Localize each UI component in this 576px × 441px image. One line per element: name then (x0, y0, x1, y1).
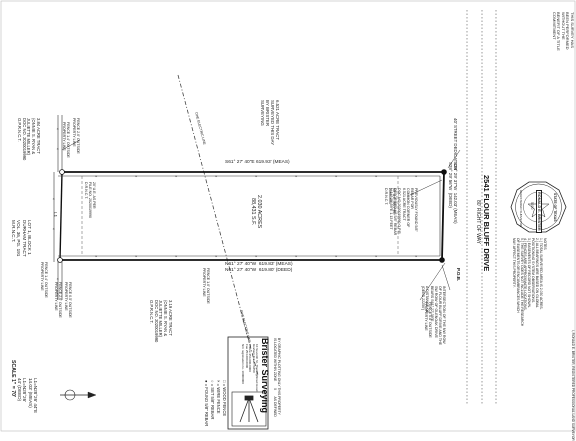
svg-text:×: × (57, 276, 60, 281)
svg-text:×: × (375, 174, 378, 179)
previous-rebar-note: PREVIOUSLY FOUND 5/8" REBAR FOR COMMON C… (389, 188, 418, 236)
scale-label: SCALE 1" = 70' (10, 360, 16, 398)
parcel-boundary (59, 171, 445, 261)
legend-found-rebar: ● = FOUND 5/8" REBAR (204, 380, 209, 427)
corner-monuments (57, 169, 447, 263)
svg-text:×: × (295, 174, 298, 179)
svg-text:×: × (95, 254, 98, 259)
fence-label-west-2: FENCE 2.0' OUTSIDE PROPERTY LINE (53, 282, 62, 318)
svg-text:×: × (215, 174, 218, 179)
seal-number: 5000 (530, 202, 534, 210)
svg-text:×: × (57, 146, 60, 151)
bearing-south-line: N61° 27' 40"W 619.83' (MEAS) N61° 27' 40… (225, 262, 293, 273)
found-rebar-pob (439, 257, 445, 263)
legend-wood-fence: □ = WOOD FENCE (222, 380, 227, 417)
road-right-of-way-lines (466, 10, 497, 405)
intersection-note: INTERSECTION OF THE NW ROW OF FLOUR BLUF… (421, 286, 446, 346)
svg-text:×: × (175, 174, 178, 179)
title-block-box (227, 336, 269, 430)
svg-text:×: × (415, 254, 418, 259)
tract-south: 3.19 ACRE TRACT (ONNIE S. RYAN & JULIETT… (148, 300, 173, 343)
tract-surveyed: 6.521 ACRE TRACT SURVEYED THIS DAY BY BR… (259, 100, 280, 146)
fence-lines (53, 115, 441, 300)
svg-text:×: × (215, 254, 218, 259)
svg-text:×: × (335, 254, 338, 259)
overhead-electric-line (177, 74, 259, 376)
road-right-of-way: 80' RIGHT OF WAY (475, 200, 481, 244)
set-rebar-sw (57, 257, 63, 263)
fence-label-center: FENCE 1.0' OUTSIDE PROPERTY LINE (201, 268, 210, 304)
svg-text:×: × (57, 126, 60, 131)
graphic-plotting-note: BY GRAPHIC PLOTTING ONLY THIS PROPERTY I… (273, 338, 281, 417)
tract-north-west: 3.84 ACRE TRACT (ONNIE S. RYAN & JULIETT… (16, 118, 41, 161)
svg-text:×: × (53, 226, 56, 231)
easement-lines (81, 176, 399, 256)
svg-text:×: × (135, 174, 138, 179)
seal-state: STATE OF TEXAS (553, 193, 557, 222)
bearing-north-line: S61° 27' 40"E 619.93' (MEAS) (225, 160, 290, 165)
title-block-logo-frame (231, 391, 267, 427)
company-name: Brister Surveying (260, 338, 270, 414)
legend-set-rebar: ○ = SET 5/8" REBAR (210, 380, 215, 420)
svg-text:×: × (57, 291, 60, 296)
fence-label-north-2: FENCE 1.4' OUTSIDE PROPERTY LINE (61, 122, 70, 158)
svg-text:×: × (375, 254, 378, 259)
survey-notes: NOTES 1.) TOTAL SURVEYED AREA IS 2.030 A… (511, 238, 547, 327)
survey-drawing: × × × × × × × × × × × × × × × × × × × × × × × × (0, 0, 576, 432)
svg-text:×: × (255, 254, 258, 259)
svg-text:×: × (135, 254, 138, 259)
leader-lines (61, 139, 461, 301)
svg-text:×: × (255, 174, 258, 179)
fence-label-west-1: FENCE 1.4' OUTSIDE PROPERTY LINE (39, 262, 48, 298)
svg-text:×: × (335, 174, 338, 179)
company-details: 10 Seventh St. Thoroughbred Hood Graham … (241, 344, 259, 392)
surveyor-certification: I, RONALD E. BRISTER, REGISTERED PROFESS… (571, 330, 575, 441)
bearing-east-line: S28° 29' 37"W 142.03' (MEAS) S28° 29' 56… (447, 162, 458, 224)
svg-text:×: × (415, 174, 418, 179)
line-table: L1=N28°26' 44"E 14.03' (MEAS) L1=N28°26'… (17, 378, 38, 414)
svg-text:×: × (53, 196, 56, 201)
point-of-beginning: P.O.B. (456, 268, 461, 282)
svg-text:×: × (175, 254, 178, 259)
page-frame (0, 0, 576, 432)
set-rebar-nw (59, 169, 65, 175)
parcel-area: 2.030 ACRES 88,431 S.F. (249, 195, 262, 229)
easement-west-label: 20' U.E. AS PER FILE NO. 2020019990 D.R.… (83, 182, 96, 218)
fence-label-west-3: FENCE 0.5' OUTSIDE PROPERTY LINE (63, 282, 72, 318)
lot-block-label: LOT 1, BLOCK 1 DURHAM TRACT VOL. 36, PG.… (11, 220, 32, 257)
north-arrow (60, 389, 97, 401)
found-rebar-ne (441, 169, 447, 175)
seal-surveyor-name: RONALD E. BRISTER (535, 190, 542, 233)
fence-x-marks: × × × × × × × × × × × × × × × × × × × × × × × × (53, 126, 419, 296)
svg-text:×: × (295, 254, 298, 259)
road-name: 2541 FLOUR BLUFF DRIVE (482, 175, 491, 272)
seal-registered: REGISTERED SURVEYOR (519, 190, 523, 228)
title-commitment-note: THIS SURVEY HAS BEEN PERFORMED WITHOUT T… (551, 12, 575, 51)
surveyor-tripod-icon (239, 395, 259, 423)
svg-text:×: × (95, 174, 98, 179)
legend-wire-fence: × = WIRE FENCE (216, 380, 221, 414)
fence-label-north-1: FENCE 2.0' OUTSIDE PROPERTY LINE (71, 118, 80, 154)
line-l1-label: L1 (53, 212, 58, 218)
